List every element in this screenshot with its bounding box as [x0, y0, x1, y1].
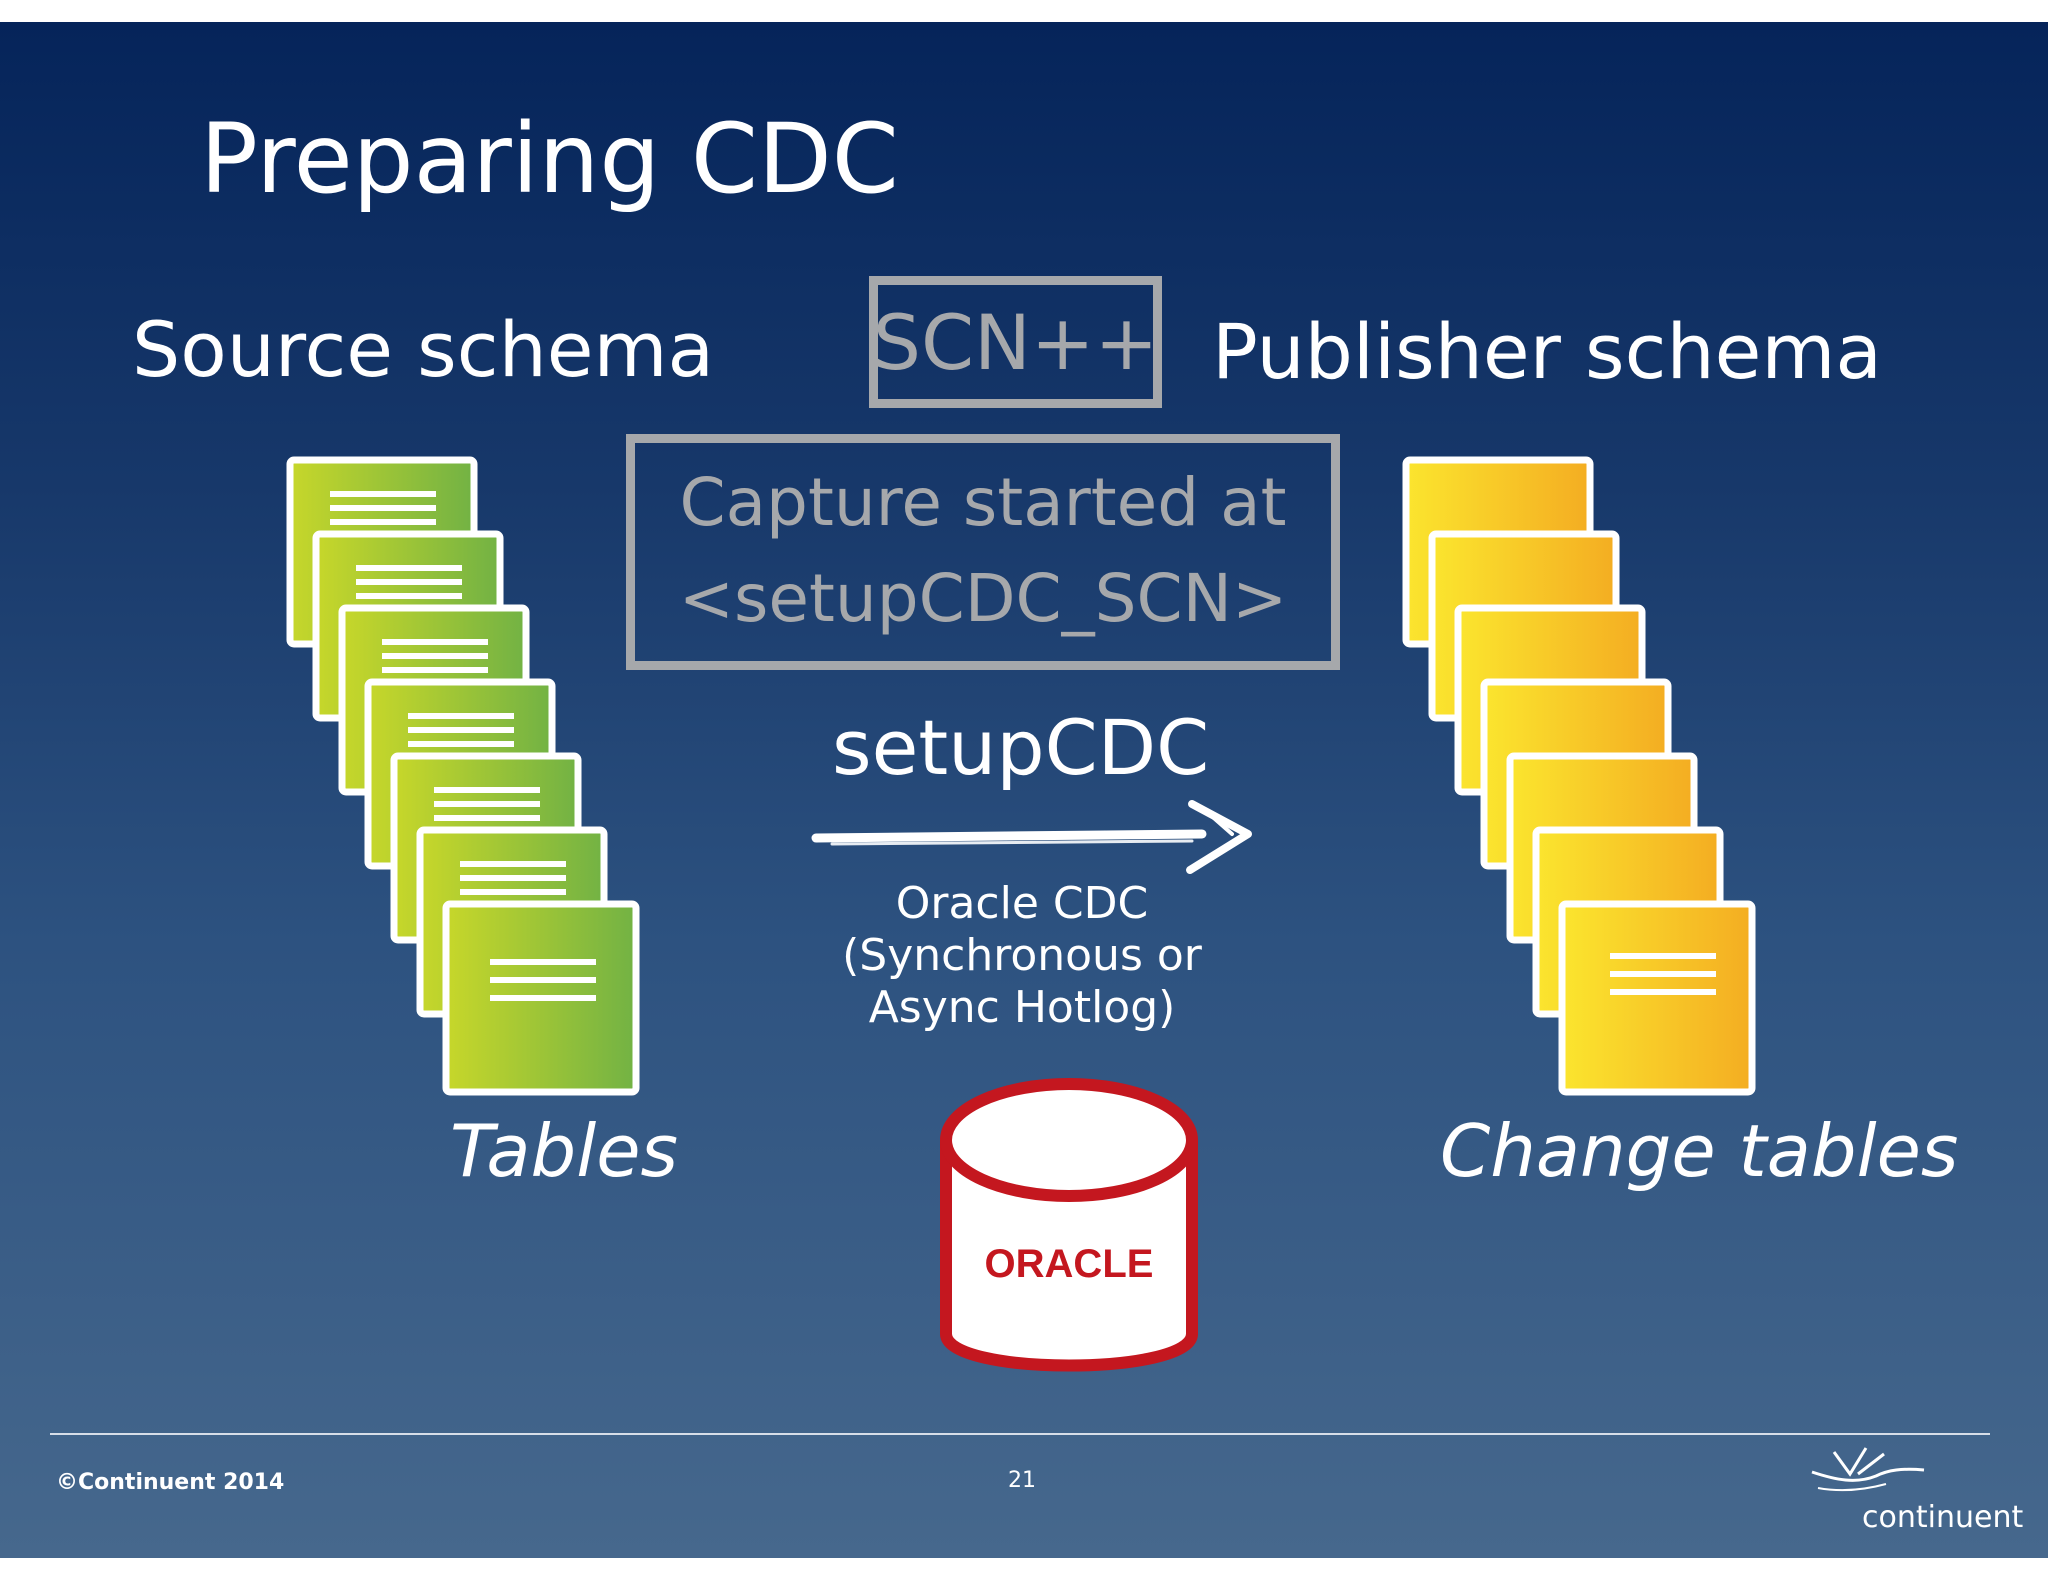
source-stack-icon — [286, 456, 640, 1096]
setupcdc-label: setupCDC — [832, 703, 1210, 792]
database-cylinder-icon: ORACLE — [940, 1078, 1198, 1372]
page-number: 21 — [1008, 1468, 1036, 1493]
method-line-1: Oracle CDC — [895, 878, 1149, 929]
copyright-text: ©Continuent 2014 — [56, 1470, 285, 1495]
method-line-3: Async Hotlog) — [868, 982, 1176, 1033]
change-tables-label: Change tables — [1440, 1109, 1959, 1193]
capture-line-1: Capture started at — [679, 464, 1287, 541]
change-page — [1558, 900, 1756, 1096]
capture-line-2: <setupCDC_SCN> — [678, 560, 1288, 637]
swan-logo-icon — [1811, 1447, 1925, 1492]
footer-divider — [50, 1433, 1990, 1435]
slide: Preparing CDC Source schema SCN++ Publis… — [0, 22, 2048, 1558]
change-stack-icon — [1402, 456, 1756, 1096]
oracle-logo-text: ORACLE — [985, 1242, 1154, 1286]
right-arrow-icon — [811, 800, 1252, 874]
method-note: Oracle CDC (Synchronous or Async Hotlog) — [800, 878, 1244, 1034]
capture-box: Capture started at <setupCDC_SCN> — [626, 434, 1340, 670]
method-line-2: (Synchronous or — [842, 930, 1202, 981]
source-schema-label: Source schema — [132, 305, 715, 394]
publisher-schema-label: Publisher schema — [1212, 307, 1882, 396]
slide-title: Preparing CDC — [200, 103, 899, 215]
tables-label: Tables — [450, 1109, 679, 1193]
brand-wordmark: continuent — [1862, 1500, 2024, 1535]
scn-box: SCN++ — [869, 276, 1162, 408]
source-page — [442, 900, 640, 1096]
